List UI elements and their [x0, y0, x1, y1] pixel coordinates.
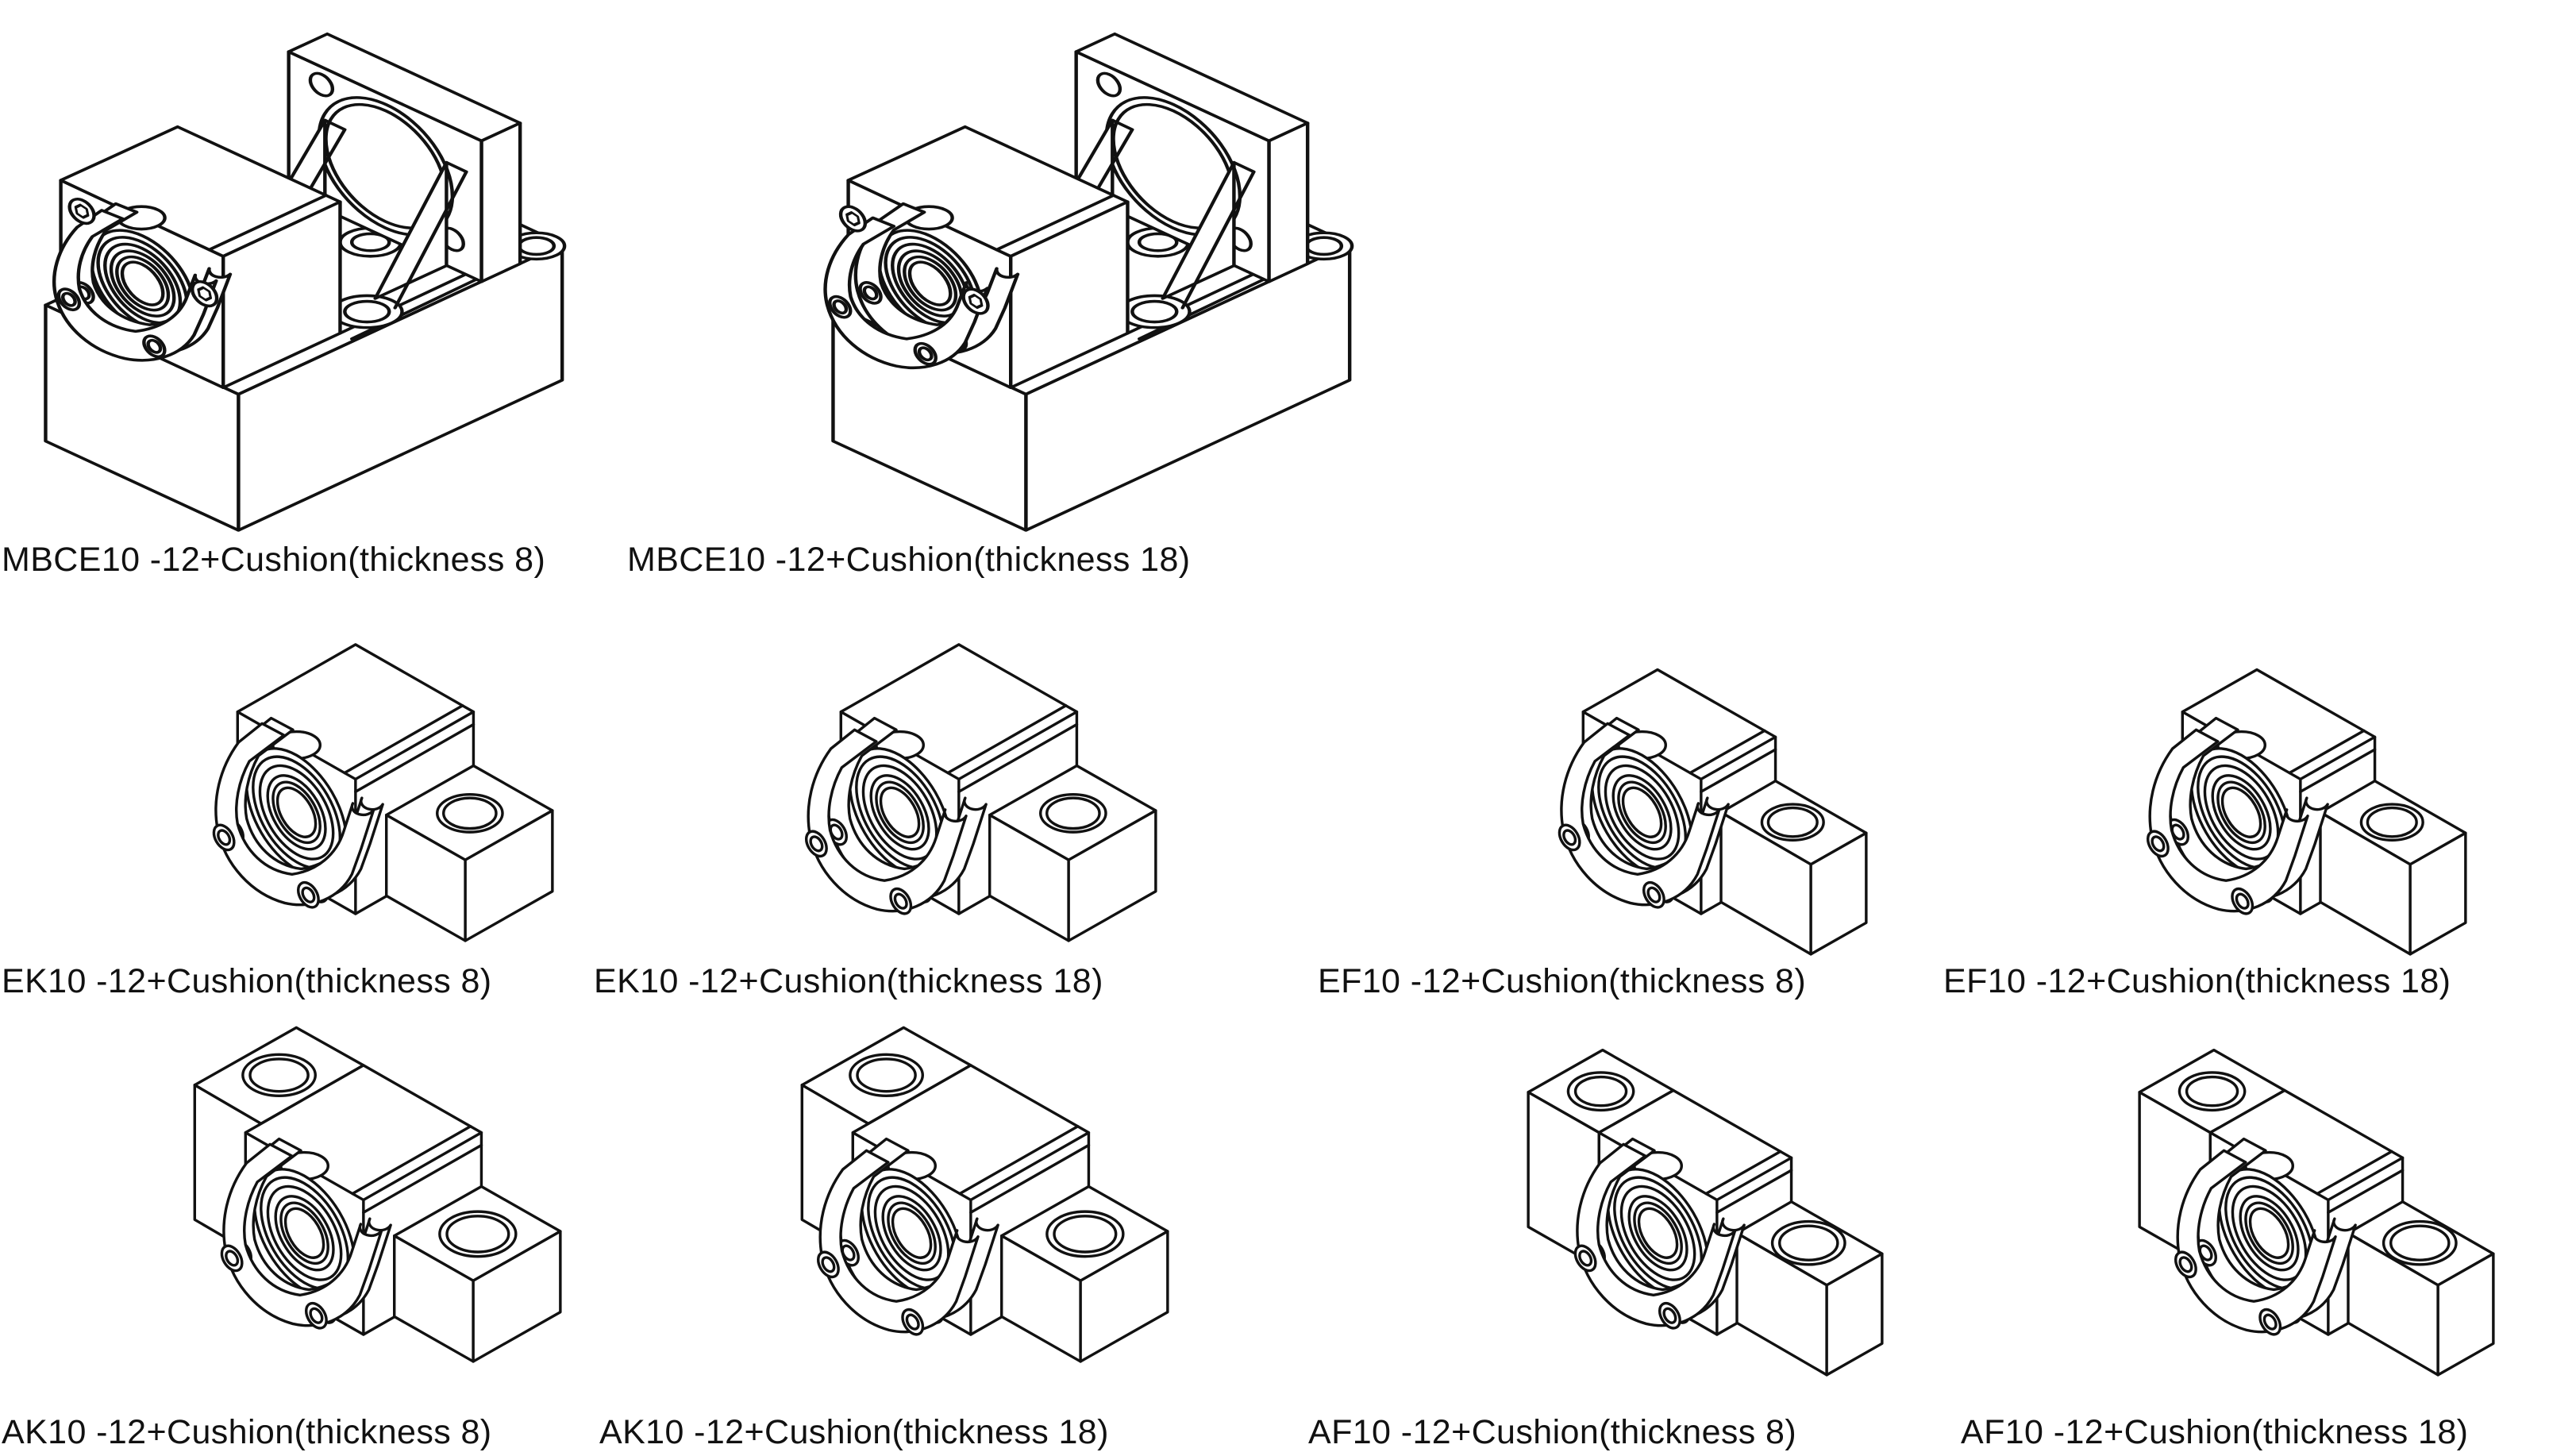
figure-label-ek10-cushion18: EK10 -12+Cushion(thickness 18) — [594, 962, 1103, 1000]
ek10-cushion18-drawing — [800, 643, 1157, 942]
ef10-cushion18-drawing — [2142, 668, 2467, 956]
af10-cushion18-drawing — [2138, 1048, 2495, 1377]
figure-label-af10-cushion8: AF10 -12+Cushion(thickness 8) — [1308, 1413, 1797, 1451]
ak10-cushion8-drawing — [193, 1026, 562, 1363]
af10-cushion8-drawing — [1527, 1048, 1884, 1377]
ek10-cushion8-drawing — [208, 643, 554, 942]
ef10-cushion8-drawing — [1554, 668, 1868, 956]
figure-label-af10-cushion18: AF10 -12+Cushion(thickness 18) — [1961, 1413, 2469, 1451]
mbce10-cushion8-drawing — [22, 10, 864, 629]
figure-label-ef10-cushion8: EF10 -12+Cushion(thickness 8) — [1318, 962, 1807, 1000]
figure-label-ak10-cushion18: AK10 -12+Cushion(thickness 18) — [599, 1413, 1109, 1451]
ak10-cushion18-drawing — [800, 1026, 1169, 1363]
figure-label-mbce10-cushion8: MBCE10 -12+Cushion(thickness 8) — [2, 541, 546, 579]
mbce10-cushion18-drawing — [810, 10, 1651, 629]
figure-label-ak10-cushion8: AK10 -12+Cushion(thickness 8) — [2, 1413, 492, 1451]
figure-label-ek10-cushion8: EK10 -12+Cushion(thickness 8) — [2, 962, 492, 1000]
figure-label-mbce10-cushion18: MBCE10 -12+Cushion(thickness 18) — [627, 541, 1191, 579]
figure-label-ef10-cushion18: EF10 -12+Cushion(thickness 18) — [1943, 962, 2451, 1000]
